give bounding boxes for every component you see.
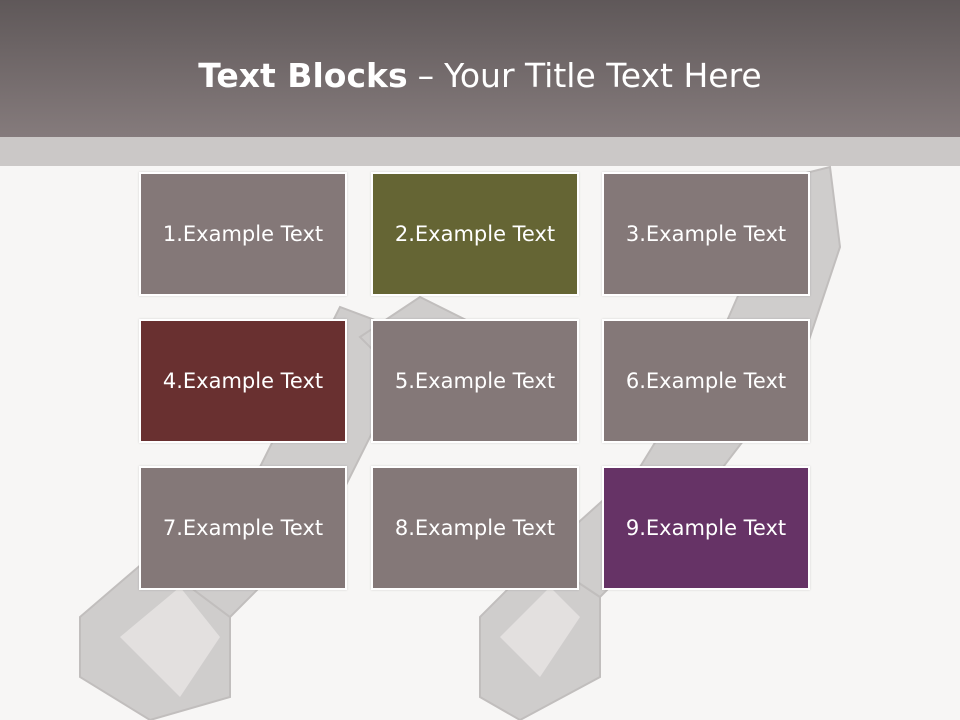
- text-block-5[interactable]: 5.Example Text: [371, 319, 579, 443]
- text-block-9[interactable]: 9.Example Text: [602, 466, 810, 590]
- title-bold-text: Text Blocks: [198, 55, 408, 95]
- header-band: [0, 137, 960, 166]
- title-rest-text: Your Title Text Here: [444, 55, 762, 95]
- title-separator: –: [417, 55, 435, 95]
- text-block-6[interactable]: 6.Example Text: [602, 319, 810, 443]
- text-block-1[interactable]: 1.Example Text: [139, 172, 347, 296]
- text-block-7[interactable]: 7.Example Text: [139, 466, 347, 590]
- text-block-8[interactable]: 8.Example Text: [371, 466, 579, 590]
- slide-title: Text Blocks – Your Title Text Here: [0, 0, 960, 150]
- title-bar: [0, 0, 960, 137]
- text-block-4[interactable]: 4.Example Text: [139, 319, 347, 443]
- text-block-3[interactable]: 3.Example Text: [602, 172, 810, 296]
- text-block-2[interactable]: 2.Example Text: [371, 172, 579, 296]
